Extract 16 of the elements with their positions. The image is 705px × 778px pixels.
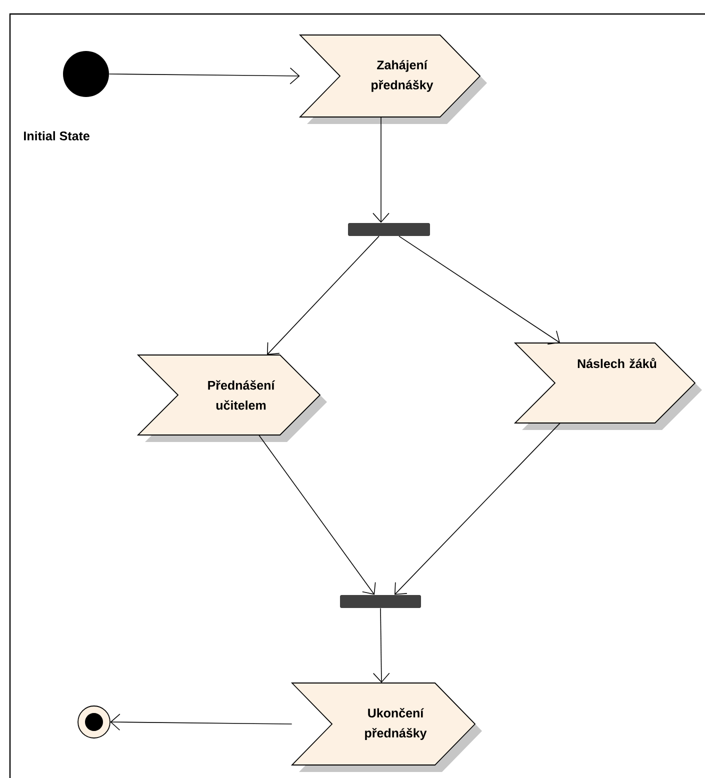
action-box: Přednášení učitelem (136, 354, 327, 442)
final-state (78, 706, 110, 738)
arrow (267, 236, 380, 355)
sync-bar (340, 595, 421, 608)
arrow (398, 236, 560, 345)
sync-bar (348, 223, 430, 236)
arrow (372, 116, 390, 223)
arrow (372, 608, 390, 683)
arrow (258, 434, 376, 595)
action-box: Náslech žáků (514, 342, 702, 430)
state-label: Initial State (24, 131, 90, 140)
arrow (108, 68, 300, 84)
arrow (394, 422, 560, 595)
action-box: Ukončení přednášky (290, 682, 482, 772)
arrow (110, 714, 292, 730)
action-box: Zahájení přednášky (298, 34, 487, 124)
